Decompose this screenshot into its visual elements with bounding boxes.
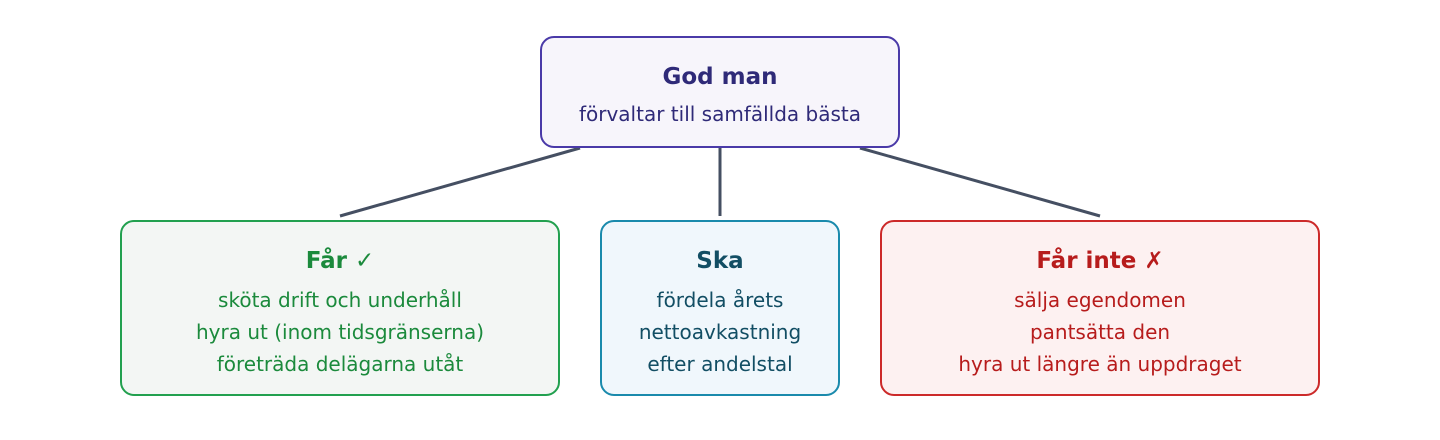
branch-shall-title: Ska — [696, 248, 744, 274]
branch-shall-line: nettoavkastning — [638, 320, 802, 344]
branch-allowed-line: företräda delägarna utåt — [216, 352, 464, 376]
branch-forbidden-line: sälja egendomen — [1014, 288, 1186, 312]
root-node: God man förvaltar till samfällda bästa — [540, 36, 900, 148]
branch-shall-line: fördela årets — [656, 288, 784, 312]
branch-allowed-line: hyra ut (inom tidsgränserna) — [195, 320, 485, 344]
root-title: God man — [662, 64, 778, 90]
branch-forbidden-line: pantsätta den — [1029, 320, 1171, 344]
branch-forbidden: Får inte ✗ sälja egendomen pantsätta den… — [880, 220, 1320, 396]
branch-forbidden-title: Får inte ✗ — [1036, 248, 1164, 274]
branch-shall: Ska fördela årets nettoavkastning efter … — [600, 220, 840, 396]
branch-forbidden-line: hyra ut längre än uppdraget — [958, 352, 1242, 376]
branch-allowed: Får ✓ sköta drift och underhåll hyra ut … — [120, 220, 560, 396]
branch-allowed-title: Får ✓ — [305, 248, 375, 274]
connector-right — [859, 146, 1101, 218]
branch-allowed-line: sköta drift och underhåll — [218, 288, 462, 312]
branch-shall-line: efter andelstal — [647, 352, 793, 376]
connector-left — [339, 146, 581, 218]
root-subtitle: förvaltar till samfällda bästa — [578, 102, 862, 126]
